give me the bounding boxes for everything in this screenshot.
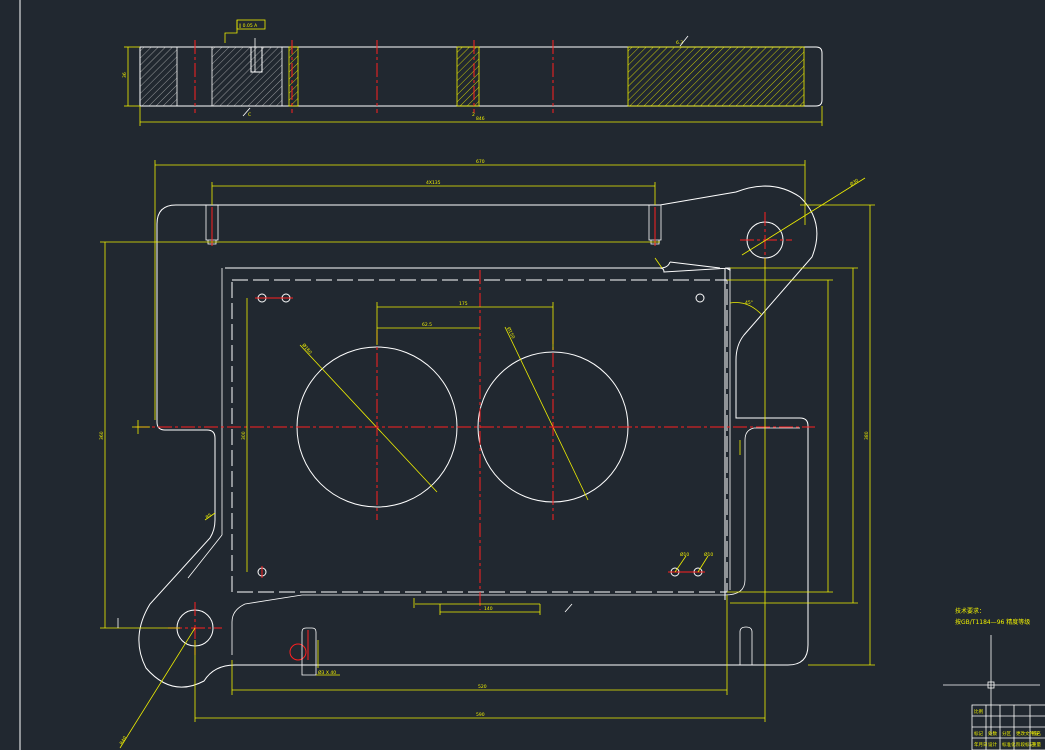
side-view: 36 846 ∥ 0.05 A C 2 6.3 — [122, 19, 823, 126]
ucs-axis-icon — [943, 635, 1040, 735]
ear-hole-dim: Ø30 — [848, 177, 860, 188]
plan-height-left-dim: 360 — [99, 431, 105, 440]
hole-pitch-dim: 4X135 — [426, 180, 441, 186]
tb-cell-8: 阶段标记 — [1016, 741, 1034, 748]
roughness-mark: 6.3 — [676, 40, 683, 46]
ear-radius-dim: R40 — [119, 735, 129, 746]
slot-label-dim: Ø3 X 40 — [318, 669, 336, 676]
bottom-width-dim: 520 — [478, 684, 487, 690]
tb-cell-0: 标记 — [974, 730, 983, 737]
note-line-2: 按GB/T1184—96 精度等级 — [955, 618, 1030, 626]
technical-notes: 技术要求： 按GB/T1184—96 精度等级 — [955, 607, 1030, 626]
tb-cell-6: 设计 — [988, 741, 997, 748]
tb-cell-1: 处数 — [988, 730, 997, 737]
hole-label-a: Ø10 — [680, 551, 689, 558]
plan-height-right-dim: 380 — [864, 431, 870, 440]
plan-top-width-dim: 670 — [476, 159, 485, 165]
tb-cell-4: 签名 — [1032, 730, 1041, 737]
side-label-mid: 2 — [472, 112, 475, 118]
plan-view: Ø160 Ø150 670 — [99, 159, 875, 749]
tb-cell-2: 分区 — [1002, 730, 1011, 737]
side-label-left: C — [248, 112, 251, 118]
title-block: 标记 处数 分区 更改文件号 签名 年月日 设计 标准化 阶段标记 重量 比例 — [971, 704, 1045, 750]
note-line-1: 技术要求： — [955, 607, 985, 615]
tb-cell-9: 重量 — [1032, 741, 1041, 748]
tb-cell-7: 标准化 — [1002, 741, 1016, 748]
tb-cell-10: 比例 — [974, 708, 983, 715]
hole-label-b: Ø10 — [704, 551, 713, 558]
plan-height-inner-dim: 300 — [241, 431, 247, 440]
corner-radius-dim: R5 — [205, 512, 213, 520]
bore-dia-right: Ø150 — [505, 326, 517, 340]
tb-cell-5: 年月日 — [974, 741, 988, 748]
center-offset-dim: 62.5 — [422, 322, 432, 328]
hole-spacing-bottom-dim: 140 — [484, 606, 493, 612]
center-spacing-dim: 175 — [459, 301, 468, 307]
angle-dim: 45° — [745, 300, 753, 306]
bore-dia-left: Ø160 — [300, 342, 313, 356]
tolerance-frame: ∥ 0.05 A — [239, 23, 258, 29]
bottom-overall-dim: 590 — [476, 712, 485, 718]
side-height-dim: 36 — [122, 72, 128, 78]
tb-cell-3: 更改文件号 — [1016, 730, 1039, 737]
side-overall-dim: 846 — [476, 116, 485, 122]
